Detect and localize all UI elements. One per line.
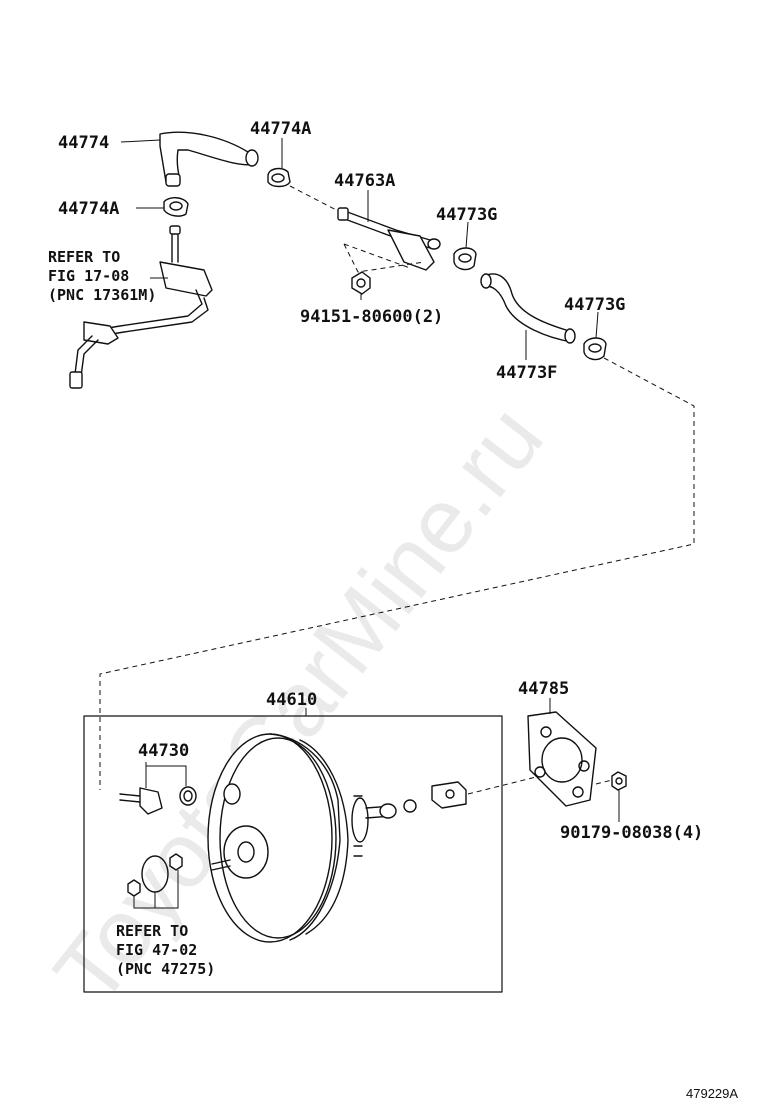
label-44773G-a: 44773G <box>436 205 497 225</box>
refer-to-top-line1: REFER TO <box>48 248 120 266</box>
clamp-44773G-a <box>453 247 477 271</box>
label-44774A-left: 44774A <box>58 199 119 219</box>
label-44730: 44730 <box>138 741 189 761</box>
clamp-44774A-left <box>163 197 189 217</box>
refer-to-top-line3: (PNC 17361M) <box>48 286 156 304</box>
connection-line <box>99 357 695 790</box>
vacuum-hose-44774 <box>159 131 259 187</box>
booster-group-frame <box>83 715 503 993</box>
label-44763A: 44763A <box>334 171 395 191</box>
label-94151-80600: 94151-80600(2) <box>300 307 443 327</box>
label-44774: 44774 <box>58 133 109 153</box>
nut-90179-08038 <box>611 771 627 791</box>
figure-id: 479229A <box>686 1086 738 1101</box>
brake-booster-44610 <box>207 733 417 943</box>
gasket-44785 <box>527 711 597 807</box>
label-44785: 44785 <box>518 679 569 699</box>
refer-to-bottom-line3: (PNC 47275) <box>116 960 215 978</box>
vacuum-pipe-assembly <box>69 225 213 389</box>
pipe-bracket-44763A <box>337 207 441 271</box>
refer-to-top-line2: FIG 17-08 <box>48 267 129 285</box>
bolt-94151-80600 <box>351 271 371 295</box>
clamp-44774A-top <box>267 167 291 188</box>
label-44773F: 44773F <box>496 363 557 383</box>
label-90179-08038: 90179-08038(4) <box>560 823 703 843</box>
label-44774A-top: 44774A <box>250 119 311 139</box>
clevis-fitting <box>431 781 467 809</box>
clamp-44773G-b <box>583 337 607 361</box>
label-44610: 44610 <box>266 690 317 710</box>
refer-to-bottom-line2: FIG 47-02 <box>116 941 197 959</box>
label-44773G-b: 44773G <box>564 295 625 315</box>
check-valve-44730 <box>119 786 197 815</box>
vacuum-hose-44773F <box>480 273 576 344</box>
refer-to-bottom-line1: REFER TO <box>116 922 188 940</box>
